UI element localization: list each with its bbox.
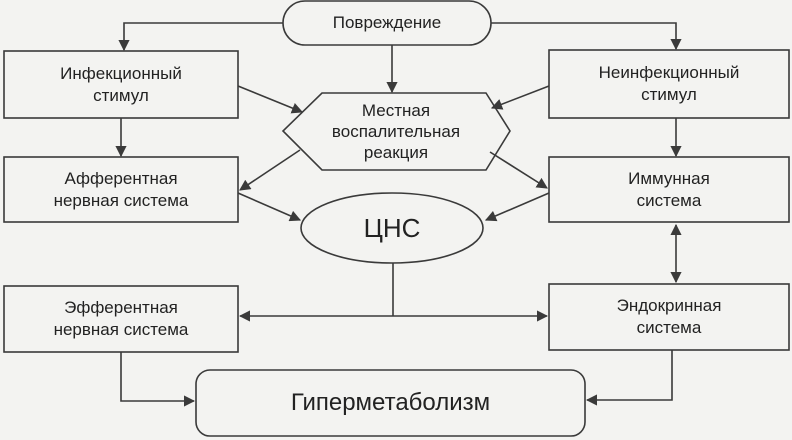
cns-label: ЦНС (363, 213, 421, 243)
afferent-label-line2: нервная система (53, 190, 189, 210)
hypermetabolism-node: Гиперметаболизм (196, 370, 585, 436)
infectious-label-line2: стимул (93, 85, 149, 105)
injury-label: Повреждение (332, 13, 442, 32)
injury-node: Повреждение (283, 1, 491, 45)
local-reaction-label-line3: реакция (363, 143, 429, 162)
immune-label-line2: система (636, 190, 702, 210)
infectious-label-line1: Инфекционный (60, 63, 182, 83)
arrow-immune-to-cns (484, 192, 550, 222)
arrow-afferent-to-cns (237, 192, 302, 222)
immune-label-line1: Иммунная (628, 168, 710, 188)
noninfectious-stimulus-node: Неинфекционный стимул (549, 50, 789, 118)
arrow-noninfectious-to-local-reaction (490, 85, 550, 110)
arrow-endocrine-to-hypermetabolism (585, 350, 673, 406)
efferent-label-line1: Эфферентная (64, 298, 178, 317)
afferent-system-node: Афферентная нервная система (4, 157, 238, 222)
noninfectious-label-line1: Неинфекционный (598, 63, 740, 82)
afferent-label-line1: Афферентная (64, 168, 178, 188)
noninfectious-stimulus-box (548, 49, 790, 119)
arrow-local-reaction-to-afferent (239, 149, 301, 191)
local-reaction-hexagon (281, 92, 511, 171)
noninfectious-label-line2: стимул (641, 85, 697, 104)
infectious-stimulus-node: Инфекционный стимул (4, 51, 238, 118)
immune-system-node: Иммунная система (549, 157, 789, 222)
arrow-injury-to-infectious (118, 22, 283, 52)
cns-ellipse (300, 192, 484, 264)
arrow-injury-to-noninfectious (491, 22, 682, 51)
local-reaction-node: Местная воспалительная реакция (290, 93, 502, 170)
efferent-system-node: Эфферентная нервная система (4, 286, 238, 352)
endocrine-label-line2: система (636, 318, 702, 337)
arrow-infectious-to-local-reaction (237, 85, 304, 114)
arrow-local-reaction-to-immune (489, 151, 548, 189)
arrow-efferent-to-hypermetabolism (120, 352, 196, 407)
afferent-system-box (3, 156, 239, 223)
endocrine-system-node: Эндокринная система (549, 284, 789, 350)
endocrine-label-line1: Эндокринная (616, 296, 722, 315)
immune-system-box (548, 156, 790, 223)
local-reaction-label-line1: Местная (361, 101, 431, 120)
local-reaction-label-line2: воспалительная (331, 122, 461, 141)
hypermetabolism-box (195, 369, 586, 437)
hypermetabolism-label: Гиперметаболизм (290, 389, 491, 416)
efferent-label-line2: нервная система (53, 320, 189, 339)
endocrine-system-box (548, 283, 790, 351)
infectious-stimulus-box (3, 50, 239, 119)
cns-node: ЦНС (301, 193, 483, 263)
